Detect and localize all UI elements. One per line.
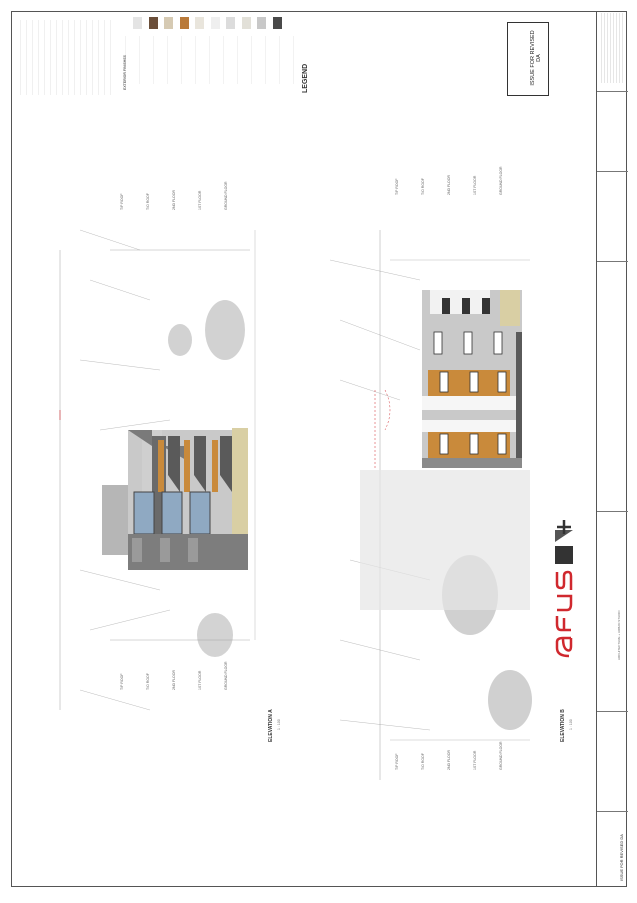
- level-label: 1ST FLOOR: [473, 175, 477, 195]
- firm-caption: ARCHITECTURE + URBAN STUDIO: [617, 610, 621, 660]
- level-label: 2ND FLOOR: [447, 174, 451, 195]
- material-swatch: [257, 17, 266, 29]
- issue-stamp: ISSUE FOR REVISED DA: [507, 22, 549, 96]
- level-label: T/O ROOF: [146, 193, 150, 210]
- material-swatch: [272, 17, 282, 29]
- level-label: T/P ROOF: [120, 673, 124, 690]
- material-swatch: [210, 17, 220, 29]
- material-swatch: [148, 17, 158, 29]
- elevation-a-label: ELEVATION A: [268, 709, 274, 742]
- level-label: 2ND FLOOR: [172, 189, 176, 210]
- elevation-b-scale: 1 : 100: [569, 719, 573, 730]
- material-swatch: [133, 17, 142, 29]
- material-swatch: [241, 17, 251, 29]
- level-label: 2ND FLOOR: [447, 749, 451, 770]
- drawing-sheet: [11, 11, 627, 887]
- material-swatch: [164, 17, 173, 29]
- material-swatch: [226, 17, 235, 29]
- level-label: 1ST FLOOR: [198, 670, 202, 690]
- level-label: GROUND FLOOR: [499, 741, 503, 770]
- material-swatch: [195, 17, 204, 29]
- revision-table: [601, 13, 623, 83]
- level-label: T/O ROOF: [421, 178, 425, 195]
- material-swatch: [179, 17, 189, 29]
- tree-shape: [205, 300, 245, 360]
- level-label: T/P ROOF: [120, 193, 124, 210]
- elevation-a-scale: 1 : 100: [277, 719, 281, 730]
- level-label: GROUND FLOOR: [499, 166, 503, 195]
- elevation-a: [59, 229, 256, 711]
- level-label: GROUND FLOOR: [224, 181, 228, 210]
- general-notes-text: [20, 20, 115, 95]
- legend-title: LEGEND: [302, 63, 309, 93]
- title-block: ISSUE FOR REVISED DA: [596, 11, 628, 887]
- title-block-stamp: ISSUE FOR REVISED DA: [619, 834, 624, 881]
- elevation-b-label: ELEVATION B: [560, 709, 566, 742]
- level-label: T/O ROOF: [146, 673, 150, 690]
- level-label: 1ST FLOOR: [198, 190, 202, 210]
- elevation-b: [329, 230, 532, 780]
- level-label: T/P ROOF: [395, 753, 399, 770]
- level-label: T/P ROOF: [395, 178, 399, 195]
- level-label: T/O ROOF: [421, 753, 425, 770]
- materials-notes-text: [125, 36, 295, 84]
- level-label: 2ND FLOOR: [172, 669, 176, 690]
- issue-stamp-text: ISSUE FOR REVISED DA: [530, 30, 542, 86]
- level-label: 1ST FLOOR: [473, 750, 477, 770]
- level-label: GROUND FLOOR: [224, 661, 228, 690]
